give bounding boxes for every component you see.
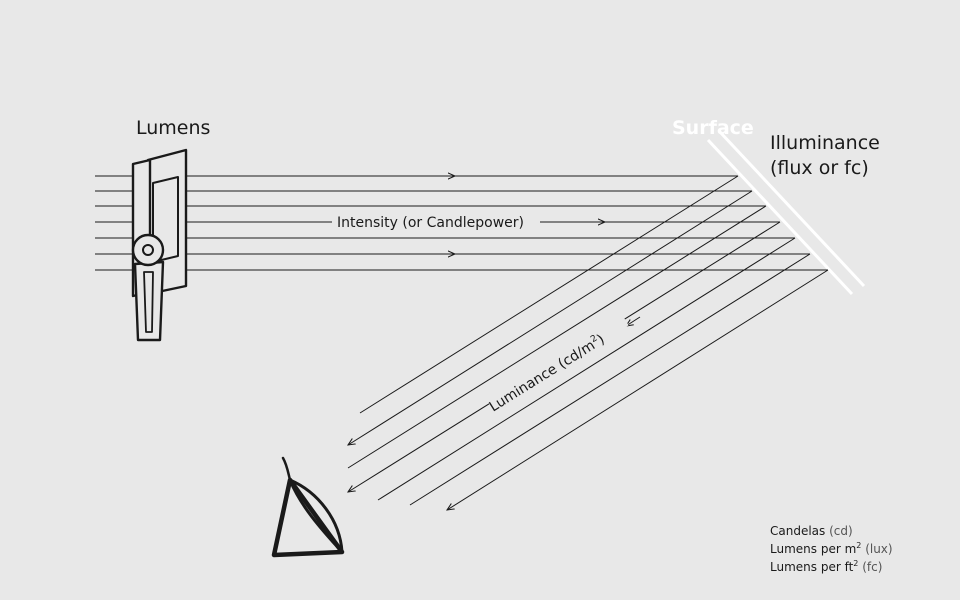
illuminance-label: Illuminance xyxy=(770,132,880,154)
surface-label: Surface xyxy=(672,117,754,139)
unit-footcandle: Lumens per ft2 (fc) xyxy=(770,559,882,574)
lumens-label: Lumens xyxy=(136,117,210,139)
intensity-label: Intensity (or Candlepower) xyxy=(337,215,524,231)
surface-plane xyxy=(706,130,866,296)
floodlight-icon xyxy=(131,148,188,342)
eye-icon xyxy=(271,456,345,558)
units-legend: Candelas (cd) Lumens per m2 (lux) Lumens… xyxy=(770,524,893,574)
unit-lux: Lumens per m2 (lux) xyxy=(770,541,893,556)
reflected-rays xyxy=(348,175,829,510)
illuminance-unit-label: (flux or fc) xyxy=(770,157,869,179)
unit-candelas: Candelas (cd) xyxy=(770,524,853,538)
